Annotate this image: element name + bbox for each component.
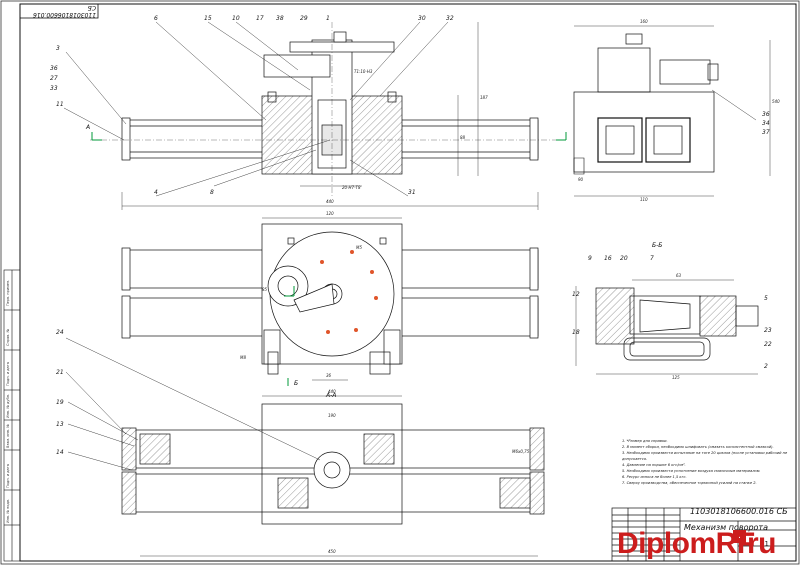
callout-34-side: 34 (762, 120, 770, 127)
dim-440-top: 440 (326, 199, 334, 204)
callout-3: 3 (56, 45, 60, 52)
strip-label: Подп. и дата (6, 362, 10, 386)
callout-23: 23 (764, 327, 772, 334)
plan-holes (320, 250, 378, 334)
callout-5: 5 (764, 295, 768, 302)
strip-label: Взам. инв. № (6, 424, 10, 448)
front-view (63, 21, 560, 210)
dim-187: 187 (480, 95, 488, 100)
dim-m5: М5 (356, 245, 362, 250)
dim-fit-1: Т1:10-Н3 (354, 69, 373, 74)
section-b-label: Б (294, 380, 299, 387)
callout-32: 32 (446, 15, 454, 22)
note-line: допускается. (622, 457, 648, 461)
strip-label: Инв. № подл. (6, 498, 10, 523)
callout-36-side: 36 (762, 111, 770, 118)
dim-160: 160 (640, 19, 648, 24)
callout-16: 16 (604, 255, 612, 262)
dim-m6: М6х0,75 (512, 449, 530, 454)
dim-440-bottom: 440 (328, 389, 336, 394)
strip-label: Инв. № дубл. (6, 394, 10, 418)
section-a-label: А (86, 124, 91, 131)
section-bb-title: Б-Б (652, 242, 663, 249)
callout-13: 13 (56, 421, 64, 428)
callout-18: 18 (572, 329, 580, 336)
note-line: 1. *Размер для справки. (622, 439, 668, 443)
section-marker-a (91, 132, 567, 141)
callout-17: 17 (256, 15, 264, 22)
callout-7: 7 (650, 255, 654, 262)
callout-9: 9 (588, 255, 592, 262)
side-view (573, 25, 771, 197)
callout-38: 38 (276, 15, 284, 22)
note-line: 3. Необходимо произвести испытание на тя… (622, 451, 788, 455)
section-aa (65, 337, 545, 557)
callout-31: 31 (408, 189, 416, 196)
callout-20: 20 (620, 255, 628, 262)
strip-label: Подп. и дата (6, 464, 10, 488)
strip-label: Справ. № (6, 328, 10, 346)
callout-29: 29 (300, 15, 308, 22)
callout-37-side: 37 (762, 129, 770, 136)
dim-110: 110 (640, 197, 648, 202)
watermark-suffix: ru (747, 527, 777, 560)
title-block (611, 507, 797, 562)
callout-1: 1 (326, 15, 330, 22)
dim-190: 190 (328, 413, 336, 418)
callout-27: 27 (50, 75, 58, 82)
watermark-dot-icon: . (733, 530, 746, 543)
dim-125: 125 (672, 375, 680, 380)
section-marker-b (284, 286, 295, 386)
callout-22: 22 (764, 341, 772, 348)
callout-15: 15 (204, 15, 212, 22)
callout-24: 24 (56, 329, 64, 336)
dim-m8: М8 (240, 355, 246, 360)
section-aa-title: А-А (326, 392, 337, 399)
strip-label: Перв. примен. (6, 279, 10, 306)
dim-fit-2: 20-Н7-Т8 (342, 185, 361, 190)
note-line: 6. Ресурс износа не более 1,5 кгс. (622, 475, 687, 479)
callout-4: 4 (154, 189, 158, 196)
callout-10: 10 (232, 15, 240, 22)
section-bb (575, 279, 759, 375)
watermark-logo: DiplomRF (617, 527, 755, 560)
callout-8: 8 (210, 189, 214, 196)
dim-540: 540 (772, 99, 780, 104)
left-strip (3, 269, 21, 562)
callout-33: 33 (50, 85, 58, 92)
note-line: 5. Необходимо произвести уплотнение возд… (622, 469, 761, 473)
dim-90: 90 (578, 177, 584, 182)
sheet-number: 11 (760, 540, 769, 548)
dim-88: 88 (460, 135, 466, 140)
callout-12: 12 (572, 291, 580, 298)
callout-30: 30 (418, 15, 426, 22)
note-line: 7. Сверху производства, обеспеченное тор… (622, 481, 757, 485)
plan-view (121, 217, 539, 381)
drawing-code: 1103018106600.016 СБ (690, 507, 788, 516)
callout-19: 19 (56, 399, 64, 406)
drawing-title: Механизм поворота (684, 523, 768, 532)
code-box-top (19, 3, 99, 19)
dim-36: 36 (326, 373, 332, 378)
callout-6: 6 (154, 15, 158, 22)
note-line: 4. Давление на поршне 6 кгс/см². (622, 463, 686, 467)
callout-14: 14 (56, 449, 64, 456)
callout-2: 2 (764, 363, 768, 370)
callout-21: 21 (56, 369, 64, 376)
dim-450: 450 (328, 549, 336, 554)
dim-120: 120 (326, 211, 334, 216)
drawing-code-top: 1103018106600.016 СБ (33, 4, 96, 18)
callout-11: 11 (56, 101, 64, 108)
note-line: 2. В момент сборки, необходимо шлифовать… (622, 445, 774, 449)
dim-63: 63 (676, 273, 682, 278)
dim-85: 85 (262, 287, 268, 292)
technical-notes: 1. *Размер для справки. 2. В момент сбор… (622, 438, 794, 486)
callout-36: 36 (50, 65, 58, 72)
